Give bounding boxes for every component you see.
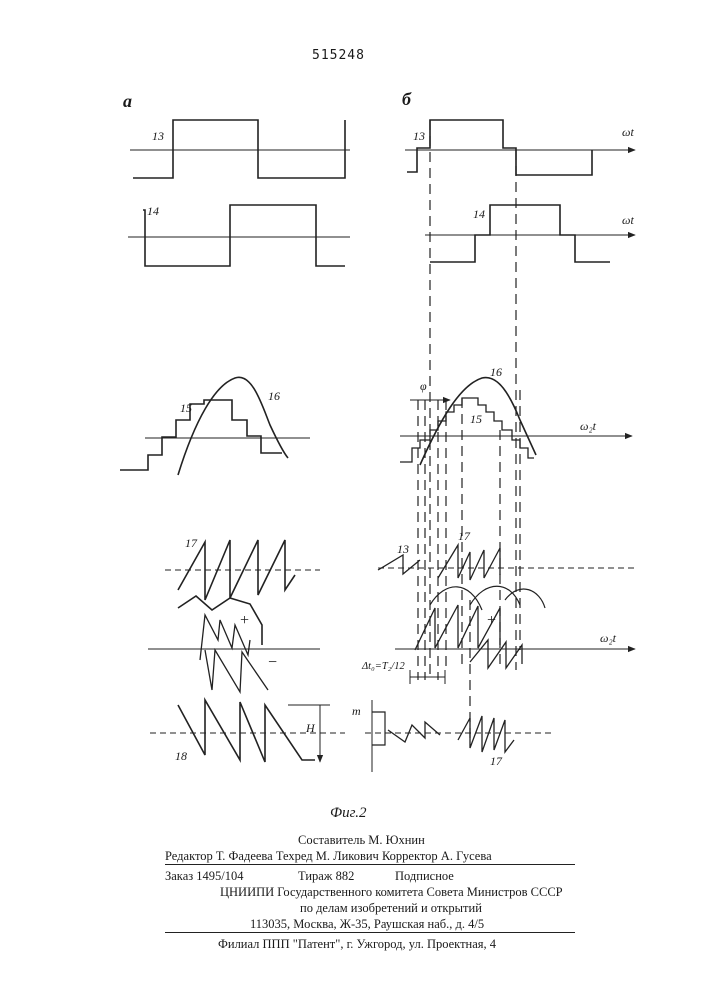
- axis-label-omega-t-2: ωt: [622, 214, 634, 226]
- curve-14-right: [430, 205, 610, 262]
- subscription: Подписное: [395, 870, 454, 883]
- label-14-right: 14: [473, 208, 485, 220]
- label-16-left: 16: [268, 390, 280, 402]
- label-15-left: 15: [180, 402, 192, 414]
- label-13b-right: 13: [397, 543, 409, 555]
- sawtooth-18-left: [178, 700, 315, 762]
- H-label: H: [306, 722, 315, 734]
- curve-14-left: [143, 205, 345, 266]
- rule-bottom: [165, 932, 575, 933]
- staircase-15-left: [120, 400, 282, 470]
- label-16-right: 16: [490, 366, 502, 378]
- editors-line: Редактор Т. Фадеева Техред М. Ликович Ко…: [165, 850, 492, 863]
- axis-label-omega2-t-1: ω₂t: [580, 420, 596, 432]
- sawtooth-13-right: [378, 555, 420, 574]
- label-13-right: 13: [413, 130, 425, 142]
- figure-caption: Фиг.2: [330, 806, 366, 821]
- label-14-left: 14: [147, 205, 159, 217]
- delta-label: Δt₀=T₂/12: [362, 662, 405, 673]
- label-17-right: 17: [458, 530, 470, 542]
- phi-label: φ: [420, 380, 427, 392]
- sawtooth-17-right: [438, 545, 500, 580]
- print-run: Тираж 882: [298, 870, 354, 883]
- label-17-left: 17: [185, 537, 197, 549]
- arc-2: [470, 586, 520, 605]
- compiler-line: Составитель М. Юхнин: [298, 834, 425, 847]
- affairs-line: по делам изобретений и открытий: [300, 902, 482, 915]
- m-label: m: [352, 705, 361, 717]
- sawtooth-17-bottom: [458, 716, 514, 752]
- axis-label-omega-t-1: ωt: [622, 126, 634, 138]
- label-18-left: 18: [175, 750, 187, 762]
- plus-left: +: [240, 613, 249, 629]
- label-15-right: 15: [470, 413, 482, 425]
- curve-13-right: [407, 120, 592, 175]
- axis-label-omega2-t-2: ω₂t: [600, 632, 616, 644]
- order-number: Заказ 1495/104: [165, 870, 244, 883]
- minus-sign: −: [268, 655, 277, 671]
- branch-line: Филиал ППП "Патент", г. Ужгород, ул. Про…: [218, 938, 496, 951]
- saw-m-small: [388, 722, 440, 742]
- institute-line: ЦНИИПИ Государственного комитета Совета …: [220, 886, 563, 899]
- plus-right: +: [487, 613, 496, 629]
- address-line: 113035, Москва, Ж-35, Раушская наб., д. …: [250, 918, 484, 931]
- curve-13-left: [133, 120, 345, 178]
- m-bracket: [372, 712, 385, 745]
- rule-top: [165, 864, 575, 865]
- label-13-left: 13: [152, 130, 164, 142]
- label-17b-right: 17: [490, 755, 502, 767]
- lower-saw-left: [205, 650, 268, 692]
